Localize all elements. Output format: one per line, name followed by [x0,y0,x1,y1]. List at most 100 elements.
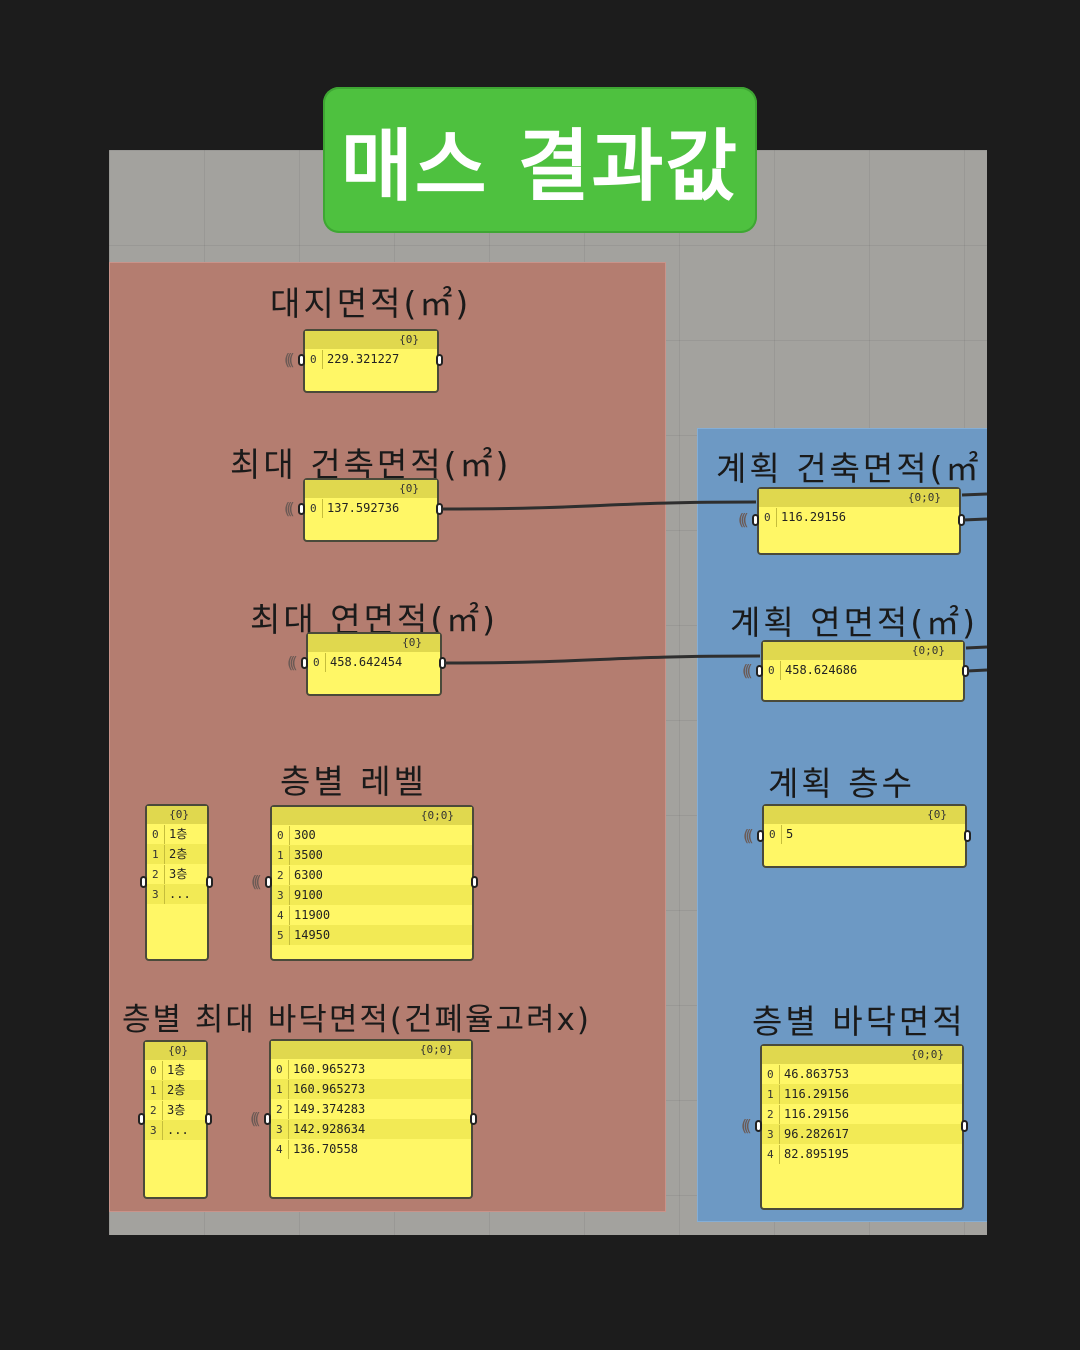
input-port[interactable] [301,657,308,669]
output-port[interactable] [206,876,213,888]
row-value: 2층 [167,1083,186,1097]
input-port[interactable] [756,665,763,677]
row-index: 4 [767,1145,780,1164]
panel-path-header: {0} [308,634,440,652]
row-value: 137.592736 [327,501,400,515]
input-port[interactable] [757,830,764,842]
row-index: 2 [276,1100,289,1119]
panel-row: 0 229.321227 [305,349,437,369]
row-value: 160.965273 [293,1082,366,1096]
row-value: 142.928634 [293,1122,366,1136]
row-index: 0 [310,499,323,518]
input-port[interactable] [265,876,272,888]
panel-row: 0 137.592736 [305,498,437,518]
wireless-icon: ((( [742,661,753,680]
input-port[interactable] [298,503,305,515]
row-index: 2 [150,1101,163,1120]
row-index: 3 [152,885,165,904]
row-value: 1층 [169,827,188,841]
panel-row: 3... [147,884,207,904]
row-value: 116.29156 [781,510,847,524]
wireless-icon: ((( [743,826,754,845]
row-value: 229.321227 [327,352,400,366]
input-port[interactable] [298,354,305,366]
input-port[interactable] [264,1113,271,1125]
input-port[interactable] [752,514,759,526]
output-port[interactable] [964,830,971,842]
row-index: 1 [767,1085,780,1104]
output-port[interactable] [439,657,446,669]
row-value: 14950 [294,928,331,942]
panel-row: 2 149.374283 [271,1099,471,1119]
row-value: 96.282617 [784,1127,850,1141]
panel-path-header: {0;0} [763,642,963,660]
panel-path-header: {0} [145,1042,206,1060]
row-value: 160.965273 [293,1062,366,1076]
panel-path-header: {0;0} [759,489,959,507]
output-port[interactable] [961,1120,968,1132]
label-max-floor-areas-by-floor: 층별 최대 바닥면적(건폐율고려x) [122,1002,592,1038]
row-index: 1 [150,1081,163,1100]
input-port[interactable] [755,1120,762,1132]
output-port[interactable] [958,514,965,526]
row-index: 1 [152,845,165,864]
row-value: ... [167,1123,189,1137]
output-port[interactable] [470,1113,477,1125]
output-port[interactable] [436,503,443,515]
row-value: 9100 [294,888,323,902]
wireless-icon: ((( [741,1116,752,1135]
row-index: 1 [277,846,290,865]
wireless-icon: ((( [284,499,295,518]
row-value: 149.374283 [293,1102,366,1116]
row-value: 11900 [294,908,331,922]
row-index: 0 [276,1060,289,1079]
panel-path-header: {0;0} [762,1046,962,1064]
panel-plan-building-area[interactable]: {0;0}0 116.29156 [757,487,961,555]
wireless-icon: ((( [287,653,298,672]
label-plan-floor-count: 계획 층수 [768,764,915,803]
row-index: 0 [310,350,323,369]
output-port[interactable] [205,1113,212,1125]
row-value: 1층 [167,1063,186,1077]
row-value: 3500 [294,848,323,862]
row-index: 3 [150,1121,163,1140]
output-port[interactable] [471,876,478,888]
row-index: 0 [313,653,326,672]
panel-path-header: {0;0} [271,1041,471,1059]
output-port[interactable] [962,665,969,677]
panel-path-header: {0} [764,806,965,824]
row-index: 2 [152,865,165,884]
row-index: 3 [277,886,290,905]
row-index: 4 [276,1140,289,1159]
input-port[interactable] [140,876,147,888]
wireless-icon: ((( [284,350,295,369]
input-port[interactable] [138,1113,145,1125]
row-value: 3층 [167,1103,186,1117]
panel-row: 1 2층 [145,1080,206,1100]
output-port[interactable] [436,354,443,366]
row-index: 0 [764,508,777,527]
wireless-icon: ((( [251,872,262,891]
